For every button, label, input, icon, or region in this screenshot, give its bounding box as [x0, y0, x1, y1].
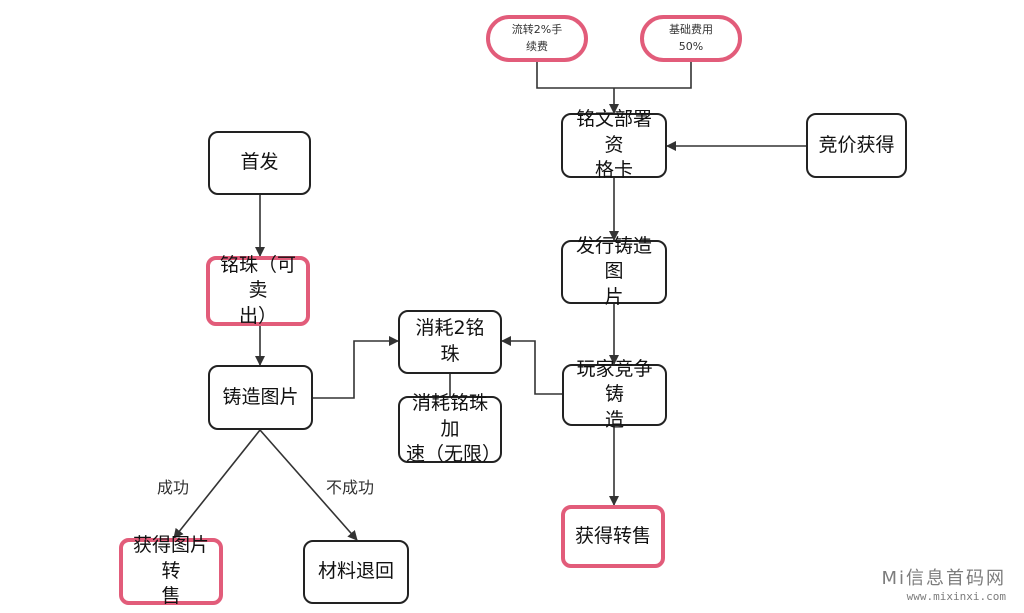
- pearl-node: 铭珠（可卖 出）: [206, 254, 310, 327]
- material-refund-node: 材料退回: [303, 540, 409, 604]
- transfer-fee-node: 流转2%手 续费: [486, 15, 588, 62]
- fail-label: 不成功: [326, 478, 375, 497]
- issue-mint-node: 发行铸造图 片: [561, 235, 667, 308]
- edge-mint-success: [173, 429, 261, 539]
- image-resale-node: 获得图片转 售: [119, 534, 223, 607]
- bid-node: 竞价获得: [806, 113, 907, 178]
- edge-basefee-to-card: [614, 61, 692, 89]
- accelerate-node: 消耗铭珠加 速（无限）: [398, 392, 502, 465]
- mint-image-node: 铸造图片: [208, 365, 313, 430]
- edge-fee-to-card: [536, 61, 614, 89]
- resale-right-node: 获得转售: [561, 505, 665, 568]
- deploy-card-node: 铭文部署资 格卡: [561, 108, 667, 181]
- watermark-name: Mi信息首码网: [881, 568, 1006, 589]
- edge-compete-to-consume2: [501, 336, 562, 395]
- watermark: Mi信息首码网 www.mixinxi.com: [881, 564, 1006, 603]
- consume-two-pearls-node: 消耗2铭珠: [398, 310, 502, 374]
- edge-mint-to-consume2: [313, 336, 399, 399]
- player-compete-node: 玩家竞争铸 造: [562, 358, 667, 431]
- first-issue-node: 首发: [208, 131, 311, 195]
- success-label: 成功: [157, 478, 190, 497]
- watermark-url: www.mixinxi.com: [906, 590, 1006, 603]
- edge-mint-fail: [259, 429, 358, 541]
- base-fee-node: 基础费用 50%: [640, 15, 742, 62]
